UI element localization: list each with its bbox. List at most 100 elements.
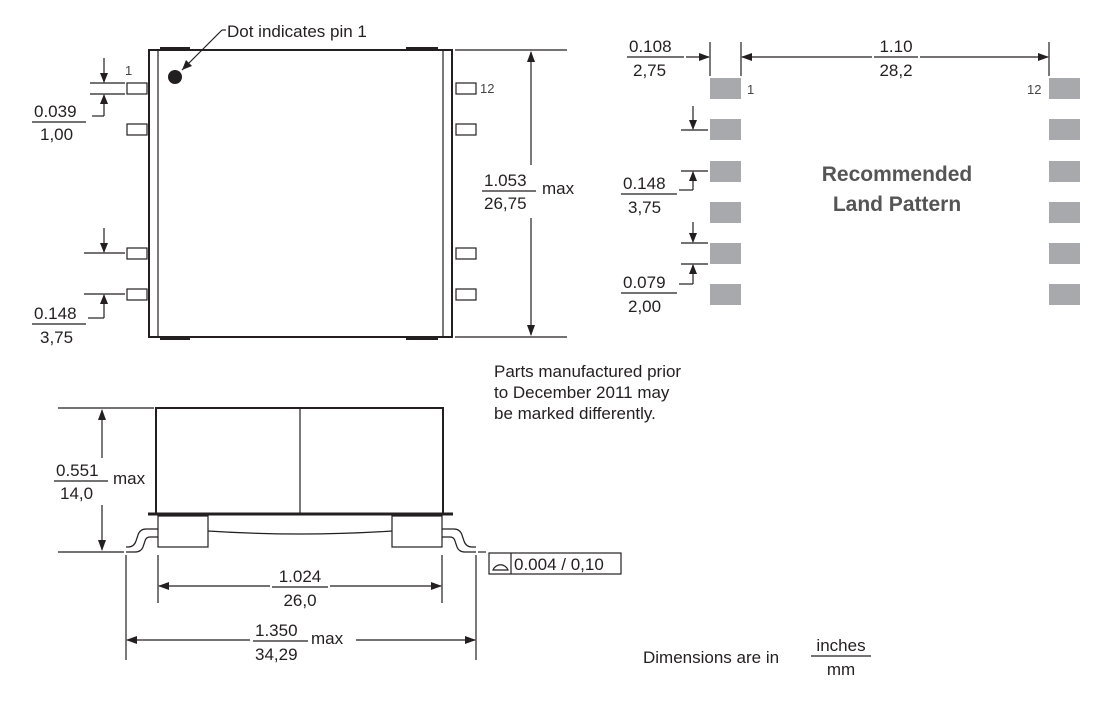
profile-of-surface-icon — [492, 564, 509, 571]
land-pads-right — [1049, 78, 1080, 305]
land-pattern-title-2: Land Pattern — [833, 193, 961, 216]
pad-height-in: 0.079 — [623, 273, 666, 292]
pin1-dot — [168, 70, 182, 84]
land-pad — [1049, 243, 1080, 264]
span-in: 1.10 — [879, 37, 912, 56]
pin-width-in: 0.039 — [34, 102, 77, 121]
overall-mm: 34,29 — [255, 645, 298, 664]
pin1-note: Dot indicates pin 1 — [227, 22, 367, 41]
pin-label-1: 1 — [125, 63, 132, 78]
top-view-edge-bottom-right — [406, 336, 438, 340]
note-line-3: be marked differently. — [494, 404, 656, 423]
land-pad — [710, 78, 741, 99]
pin1-leader — [181, 29, 223, 71]
arrow-head — [527, 51, 535, 62]
length-mm: 26,75 — [484, 194, 527, 213]
side-view-header-arc — [207, 530, 393, 535]
arrow-head — [1038, 53, 1049, 61]
land-pad — [710, 243, 741, 264]
arrow-head — [98, 409, 106, 420]
land-pad — [710, 284, 741, 305]
arrow-head — [100, 73, 108, 83]
span-mm: 28,2 — [879, 61, 912, 80]
arrow-head — [689, 171, 697, 181]
land-pad — [1049, 119, 1080, 140]
land-pad — [1049, 78, 1080, 99]
side-view-lead-left — [126, 528, 158, 553]
pitch-mm: 3,75 — [40, 328, 73, 347]
pin — [126, 247, 148, 260]
arrow-head — [100, 94, 108, 104]
side-view-foot-right — [391, 515, 443, 548]
left-pins — [126, 82, 148, 301]
pad-width-mm: 2,75 — [633, 61, 666, 80]
units-note: Dimensions are in inches mm — [643, 636, 871, 679]
side-view-foot-left — [157, 515, 209, 548]
arrow-head — [100, 243, 108, 253]
land-pattern: 1 12 Recommended Land Pattern 0.108 2,75… — [621, 37, 1080, 316]
arrow-head — [431, 582, 442, 590]
note-line-1: Parts manufactured prior — [494, 362, 681, 381]
land-pad — [1049, 202, 1080, 223]
height-in: 0.551 — [56, 461, 99, 480]
top-view-edge-bottom-left — [160, 336, 190, 340]
land-pad — [1049, 284, 1080, 305]
pin — [126, 82, 148, 95]
pin — [455, 247, 477, 260]
top-view-body — [148, 49, 453, 338]
land-pad — [710, 161, 741, 182]
length-suffix: max — [542, 179, 575, 198]
arrow-head — [100, 294, 108, 304]
arrow-head — [158, 582, 169, 590]
overall-in: 1.350 — [255, 621, 298, 640]
land-pad — [710, 202, 741, 223]
land-pad — [710, 119, 741, 140]
marking-note: Parts manufactured prior to December 201… — [494, 362, 681, 423]
arrow-head — [741, 53, 752, 61]
units-prefix: Dimensions are in — [643, 648, 779, 667]
arrow-head — [465, 636, 476, 644]
arrow-head — [689, 264, 697, 274]
top-view: Dot indicates pin 1 1 12 0.039 1,00 — [32, 22, 575, 347]
height-mm: 14,0 — [60, 484, 93, 503]
land-pads-left — [710, 78, 741, 305]
pin — [455, 288, 477, 301]
overall-suffix: max — [311, 629, 344, 648]
land-pitch-mm: 3,75 — [628, 198, 661, 217]
pad-width-in: 0.108 — [629, 37, 672, 56]
coplanarity-value: 0.004 / 0,10 — [514, 555, 604, 574]
pad-height-mm: 2,00 — [628, 297, 661, 316]
arrow-head — [98, 540, 106, 551]
side-view-lead-right — [442, 528, 476, 553]
pin — [455, 82, 477, 95]
land-pitch-in: 0.148 — [623, 174, 666, 193]
body-width-mm: 26,0 — [283, 591, 316, 610]
pin — [126, 288, 148, 301]
units-top: inches — [816, 636, 865, 655]
side-view: 0.551 14,0 max 0.004 / 0,10 1.024 26,0 1… — [54, 407, 622, 664]
right-pins — [455, 82, 477, 301]
arrow-head — [689, 233, 697, 243]
units-bottom: mm — [827, 660, 855, 679]
land-pin-label-1: 1 — [747, 82, 754, 97]
arrow-head — [699, 53, 710, 61]
pin1-leader-arrow — [182, 60, 192, 70]
land-pin-label-12: 12 — [1027, 82, 1041, 97]
height-suffix: max — [113, 469, 146, 488]
body-width-in: 1.024 — [279, 567, 322, 586]
land-pad — [1049, 161, 1080, 182]
arrow-head — [527, 325, 535, 336]
pin-label-12: 12 — [480, 81, 494, 96]
arrow-head — [689, 120, 697, 130]
pin — [455, 123, 477, 136]
length-in: 1.053 — [484, 171, 527, 190]
arrow-head — [126, 636, 137, 644]
note-line-2: to December 2011 may — [494, 383, 670, 402]
pitch-in: 0.148 — [34, 304, 77, 323]
land-pattern-title-1: Recommended — [822, 163, 973, 186]
top-view-edge-top-left — [160, 47, 190, 51]
pin-width-mm: 1,00 — [40, 125, 73, 144]
top-view-edge-top-right — [406, 47, 438, 51]
coplanarity-frame — [488, 552, 622, 575]
